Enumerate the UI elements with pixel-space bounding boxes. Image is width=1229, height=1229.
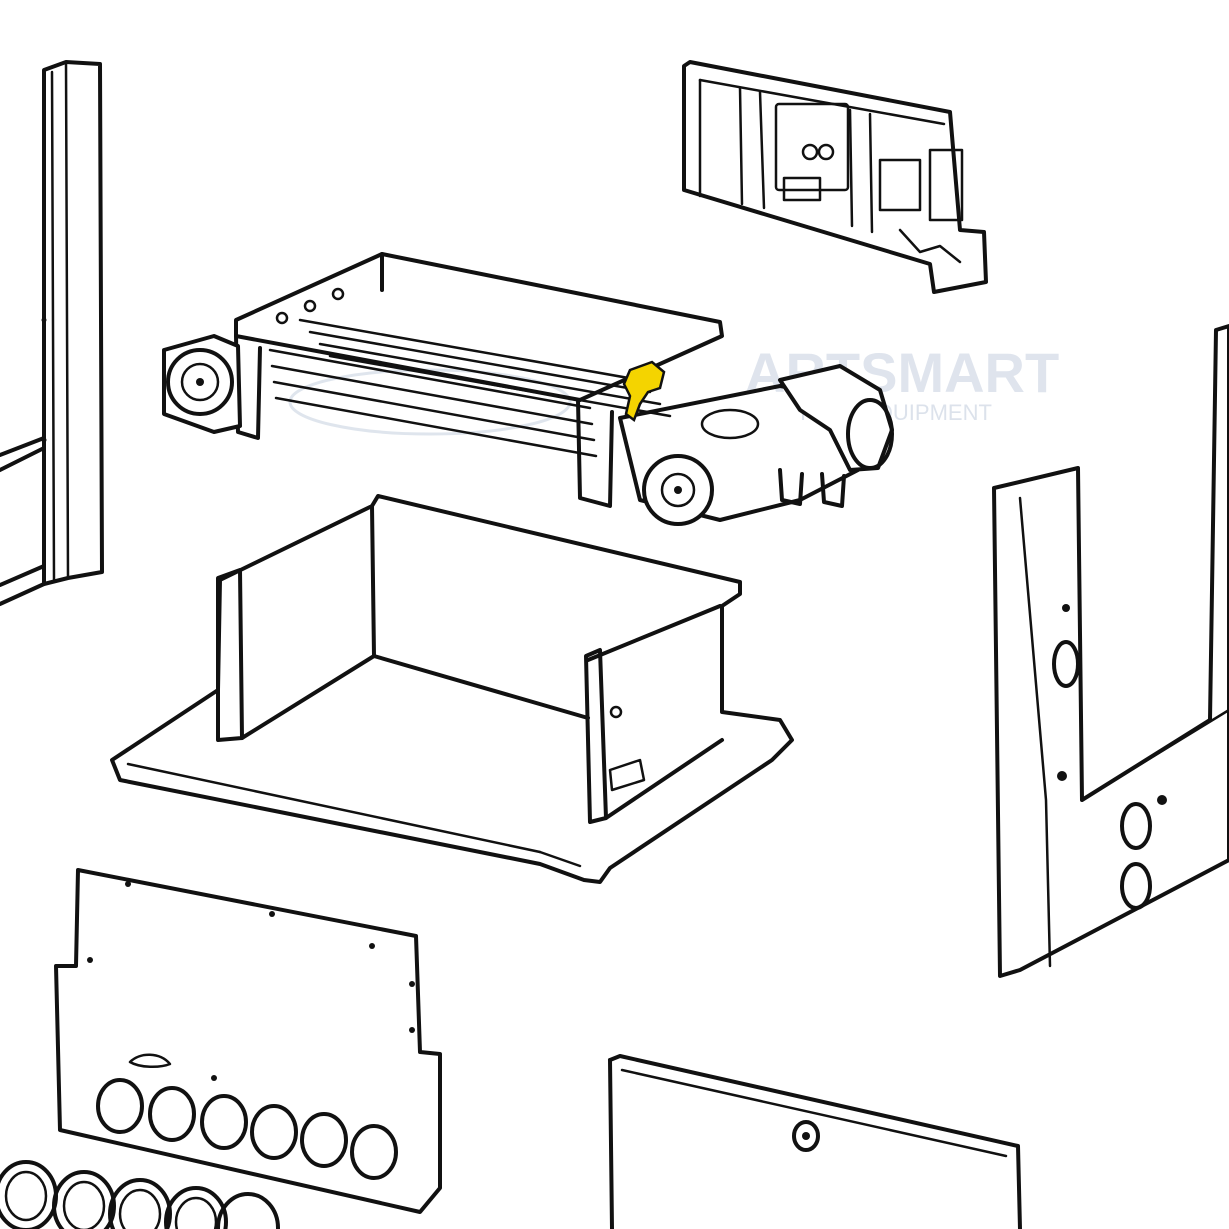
left-side-rail [0,60,104,606]
combustion-chamber [110,494,794,884]
access-door-panel [608,1054,1022,1229]
control-board [682,60,988,294]
watermark: ARTSMART ITS & EQUIPMENT [288,341,1059,436]
ring-gaskets [0,1160,280,1229]
front-lower-panel [54,868,442,1214]
burner-assembly [162,252,894,526]
highlighted-bracket [622,360,666,423]
right-side-frame [992,324,1229,978]
